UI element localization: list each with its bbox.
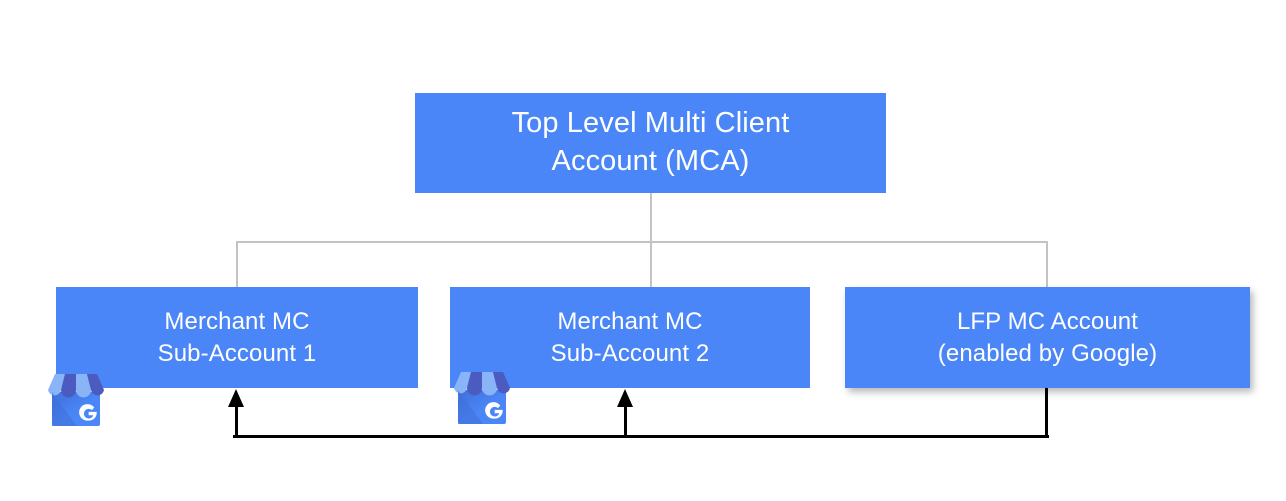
google-business-profile-icon-2 [454,372,510,424]
node-top-level-mca-line2: Account (MCA) [551,145,750,177]
connector-lfp-feedback-horizontal [233,435,1049,438]
node-merchant-sub-account-1-line2: Sub-Account 1 [157,339,317,367]
node-lfp-mc-account-line2: (enabled by Google) [937,339,1158,367]
node-merchant-sub-account-1-line1: Merchant MC [164,308,310,336]
node-top-level-mca[interactable]: Top Level Multi Client Account (MCA) [415,93,886,193]
connector-drop-sub-account-2 [650,241,652,288]
google-business-profile-icon-1 [48,374,104,426]
connector-feedback-shaft-2 [624,402,627,437]
connector-drop-lfp-account [1046,241,1048,288]
node-merchant-sub-account-2-line2: Sub-Account 2 [550,339,710,367]
node-merchant-sub-account-2-label: Merchant MC Sub-Account 2 [551,306,710,368]
connector-lfp-feedback-vertical [1045,388,1048,437]
node-merchant-sub-account-2[interactable]: Merchant MC Sub-Account 2 [450,287,810,388]
arrow-up-icon-2 [617,389,633,407]
connector-horizontal-bar [236,241,1048,243]
connector-drop-sub-account-1 [236,241,238,288]
node-lfp-mc-account[interactable]: LFP MC Account (enabled by Google) [845,287,1250,388]
node-top-level-mca-label: Top Level Multi Client Account (MCA) [512,105,790,180]
node-merchant-sub-account-1[interactable]: Merchant MC Sub-Account 1 [56,287,418,388]
node-merchant-sub-account-1-label: Merchant MC Sub-Account 1 [158,306,317,368]
arrow-up-icon-1 [228,389,244,407]
node-lfp-mc-account-label: LFP MC Account (enabled by Google) [938,306,1157,368]
connector-root-stem [650,193,652,242]
connector-feedback-shaft-1 [235,402,238,437]
node-top-level-mca-line1: Top Level Multi Client [511,107,790,140]
node-merchant-sub-account-2-line1: Merchant MC [557,308,703,336]
node-lfp-mc-account-line1: LFP MC Account [956,308,1139,336]
